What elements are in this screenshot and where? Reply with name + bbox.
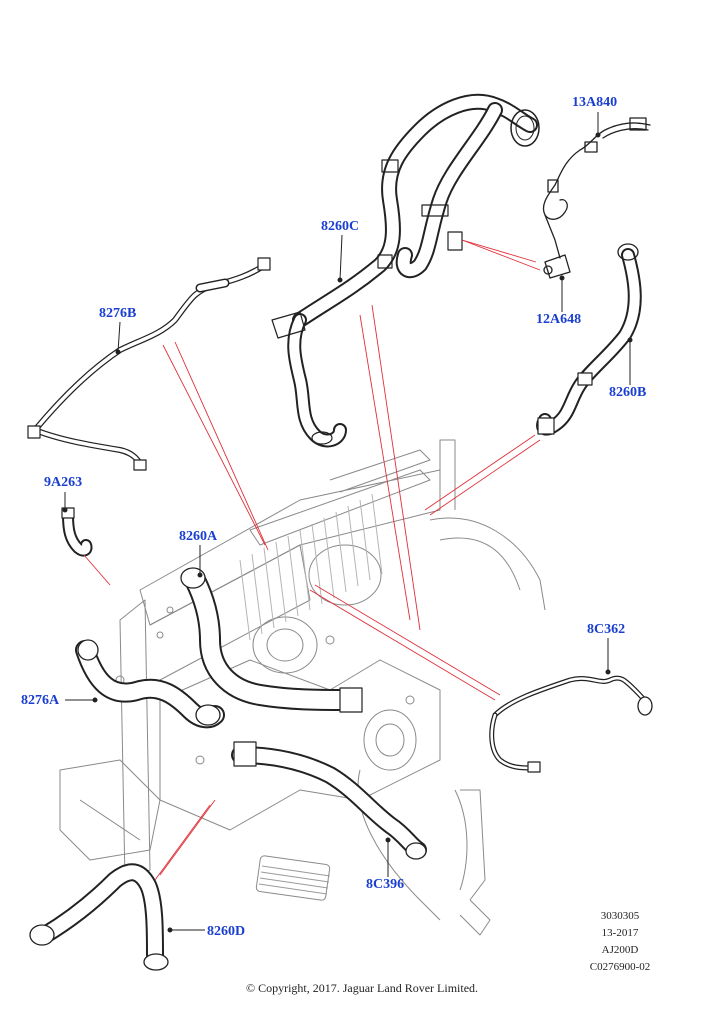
label-8260c: 8260C (321, 219, 360, 234)
callout-lines (62, 112, 633, 933)
reference-line-2: 13-2017 (601, 927, 639, 939)
hose-8260a (180, 567, 363, 713)
label-8c362: 8C362 (587, 622, 626, 637)
label-12a648: 12A648 (536, 312, 582, 327)
hose-8260d (29, 863, 169, 971)
label-8c396: 8C396 (366, 877, 405, 892)
hose-line-art (27, 93, 653, 971)
label-8276a: 8276A (21, 693, 60, 708)
reference-block: 3030305 13-2017 AJ200D C0276900-02 (575, 908, 665, 976)
copyright-notice: © Copyright, 2017. Jaguar Land Rover Lim… (245, 981, 479, 995)
label-8260b: 8260B (609, 385, 647, 400)
reference-line-1: 3030305 (600, 910, 640, 922)
hose-9a263 (61, 507, 93, 557)
engine-assembly-illustration (59, 439, 546, 936)
reference-line-3: AJ200D (601, 944, 639, 956)
hose-8276b (27, 257, 271, 471)
hose-8276a (75, 639, 225, 729)
hose-8260b (536, 243, 642, 436)
sensor-harness-13a840 (542, 117, 651, 279)
leader-lines-red (83, 239, 541, 881)
label-8260d: 8260D (207, 924, 246, 939)
label-9a263: 9A263 (44, 475, 83, 490)
hose-8260c (271, 93, 540, 448)
label-8276b: 8276B (99, 306, 137, 321)
hose-8c396 (231, 741, 427, 860)
label-13a840: 13A840 (572, 95, 618, 110)
reference-line-4: C0276900-02 (589, 961, 651, 973)
pipe-8c362 (489, 675, 653, 773)
label-8260a: 8260A (179, 529, 218, 544)
